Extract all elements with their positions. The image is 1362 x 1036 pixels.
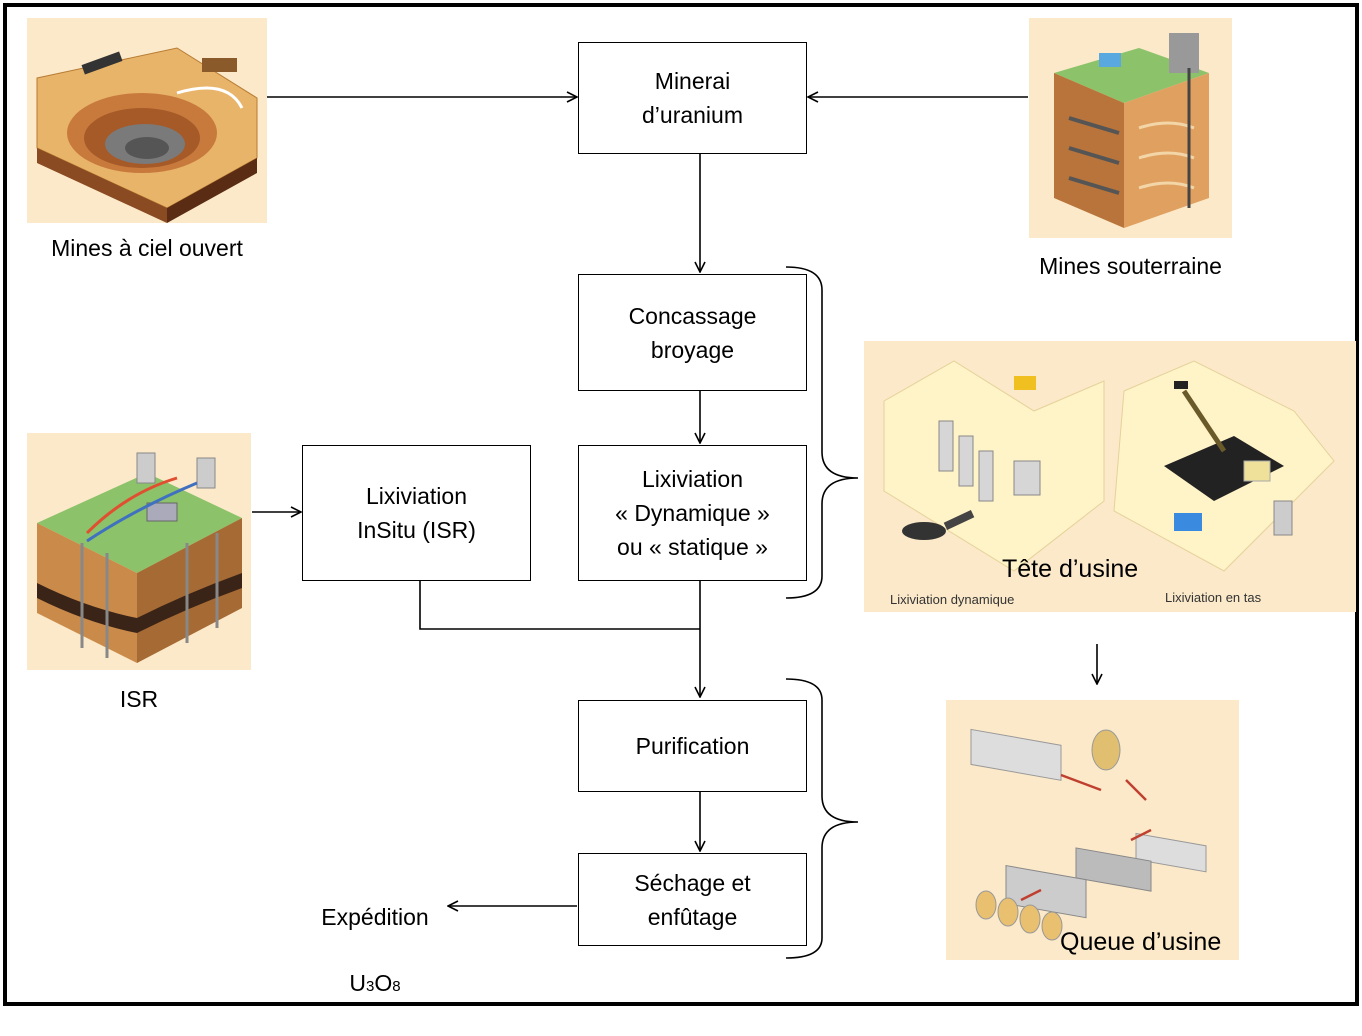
label-isr: ISR [119, 686, 159, 712]
box-purification: Purification [578, 700, 807, 792]
formula-sub-3: 3 [366, 978, 375, 995]
connector-lines [252, 0, 1362, 959]
box-concassage-broyage: Concassage broyage [578, 274, 807, 391]
brace-queue-usine [785, 678, 859, 959]
isr-illustration [27, 433, 251, 670]
formula-sub-8: 8 [392, 978, 401, 995]
line-insitu-down [419, 581, 700, 630]
formula-o: O [374, 970, 393, 996]
brace-tete-usine [785, 266, 859, 599]
caption-lixiviation-en-tas: Lixiviation en tas [1165, 590, 1262, 605]
box-minerai-uranium: Minerai d’uranium [578, 42, 807, 154]
open-pit-mine-illustration [27, 18, 267, 223]
caption-lixiviation-dynamique: Lixiviation dynamique [890, 592, 1015, 607]
underground-mine-illustration [1029, 18, 1232, 238]
box-lixiviation: Lixiviation « Dynamique » ou « statique … [578, 445, 807, 581]
label-queue-usine: Queue d’usine [1060, 928, 1222, 956]
box-lixiviation-insitu: Lixiviation InSitu (ISR) [302, 445, 531, 581]
label-tete-usine: Tête d’usine [1002, 555, 1139, 583]
box-sechage-enfutage: Séchage et enfûtage [578, 853, 807, 946]
diagram-frame [3, 3, 1359, 1006]
label-mines-souterraine: Mines souterraine [1039, 253, 1222, 279]
formula-u: U [349, 970, 367, 996]
tete-usine-illustration [864, 341, 1356, 612]
label-expedition-line1: Expédition [321, 904, 429, 930]
queue-usine-illustration [946, 700, 1239, 960]
label-expedition: Expédition U3O8 [300, 868, 450, 1036]
label-mines-ciel-ouvert: Mines à ciel ouvert [51, 235, 243, 261]
label-expedition-formula: U3O8 [300, 967, 450, 1003]
